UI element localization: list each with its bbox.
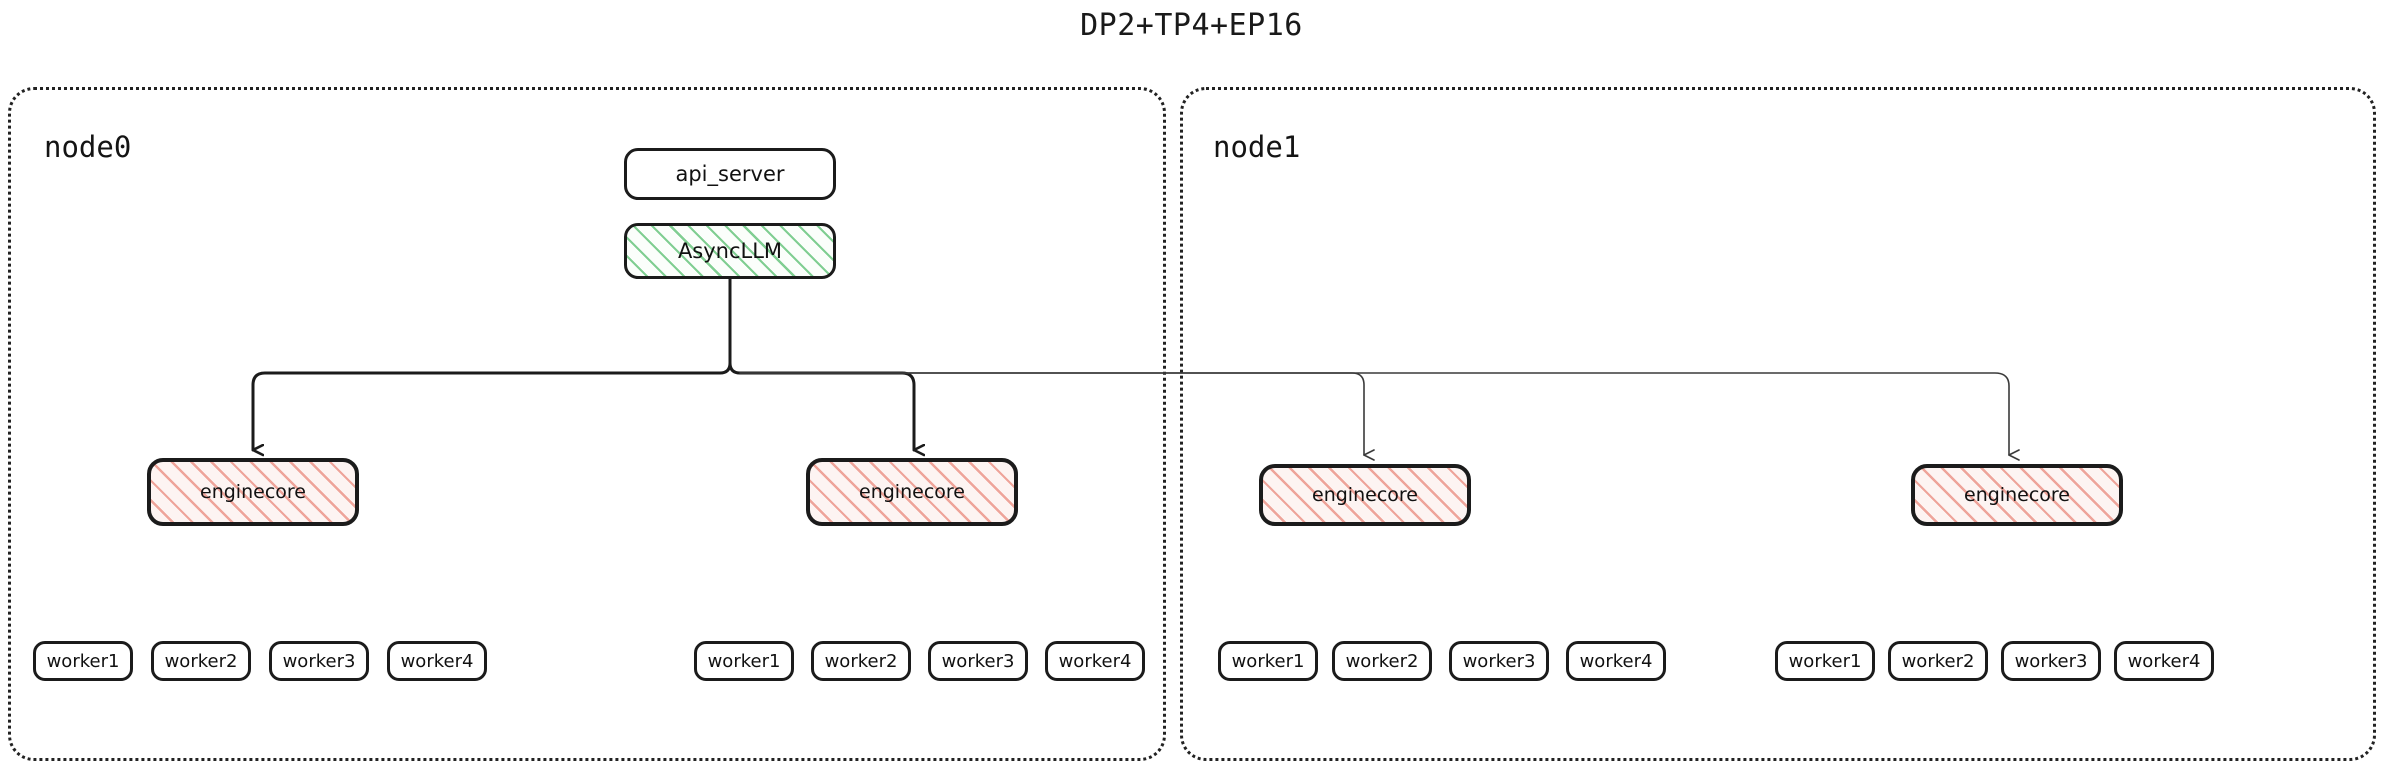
page-title: DP2+TP4+EP16 (1080, 8, 1303, 43)
node-label-node1: node1 (1213, 130, 1301, 164)
worker-box[interactable]: worker3 (1449, 641, 1549, 681)
node-label-node0: node0 (44, 130, 132, 164)
worker-box[interactable]: worker2 (1888, 641, 1988, 681)
enginecore-box[interactable]: enginecore (1911, 464, 2123, 526)
worker-box[interactable]: worker3 (269, 641, 369, 681)
worker-box[interactable]: worker2 (1332, 641, 1432, 681)
worker-box[interactable]: worker1 (1218, 641, 1318, 681)
worker-box[interactable]: worker4 (387, 641, 487, 681)
worker-box[interactable]: worker4 (1045, 641, 1145, 681)
api-server-box[interactable]: api_server (624, 148, 836, 200)
worker-box[interactable]: worker4 (1566, 641, 1666, 681)
worker-box[interactable]: worker4 (2114, 641, 2214, 681)
enginecore-box[interactable]: enginecore (147, 458, 359, 526)
worker-box[interactable]: worker3 (928, 641, 1028, 681)
worker-box[interactable]: worker1 (694, 641, 794, 681)
enginecore-box[interactable]: enginecore (806, 458, 1018, 526)
worker-box[interactable]: worker2 (811, 641, 911, 681)
worker-box[interactable]: worker1 (33, 641, 133, 681)
worker-box[interactable]: worker2 (151, 641, 251, 681)
worker-box[interactable]: worker1 (1775, 641, 1875, 681)
async-llm-box[interactable]: AsyncLLM (624, 223, 836, 279)
enginecore-box[interactable]: enginecore (1259, 464, 1471, 526)
worker-box[interactable]: worker3 (2001, 641, 2101, 681)
